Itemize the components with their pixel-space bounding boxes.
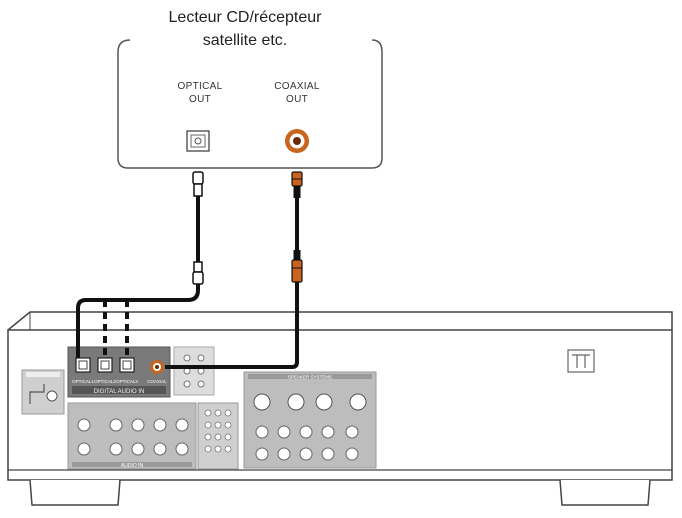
coaxial-out-jack xyxy=(285,129,309,153)
optical-in-3-label: OPTICAL3 xyxy=(116,379,138,384)
optical-alt-connections xyxy=(103,300,129,358)
remote-connector-block xyxy=(21,369,65,415)
receiver-foot-right xyxy=(559,479,651,506)
digital-audio-in-block: DIGITAL AUDIO IN OPTICAL1 OPTICAL2 OPTIC… xyxy=(67,346,171,398)
optical-in-1-label: OPTICAL1 xyxy=(72,379,94,384)
coaxial-out-label-line2: OUT xyxy=(285,94,308,105)
video-out-panel xyxy=(197,402,239,470)
optical-out-jack xyxy=(186,130,210,152)
coaxial-out-label-line1: COAXIAL xyxy=(274,81,320,92)
receiver-foot-left xyxy=(29,479,121,506)
optical-cable xyxy=(76,171,204,358)
video-in-block xyxy=(173,346,215,396)
source-device-title-line1: Lecteur CD/récepteur xyxy=(168,9,322,26)
optical-out-label-line1: OPTICAL xyxy=(177,81,223,92)
speaker-systems-panel: SPEAKER SYSTEMS xyxy=(243,371,377,469)
digital-audio-in-label: DIGITAL AUDIO IN xyxy=(94,389,145,395)
audio-in-label: AUDIO IN xyxy=(121,463,144,469)
optical-out-label: OPTICAL OUT xyxy=(155,80,245,106)
optical-in-1-jack: OPTICAL1 xyxy=(72,357,94,384)
speaker-systems-label: SPEAKER SYSTEMS xyxy=(288,375,332,380)
source-device-title: Lecteur CD/récepteur satellite etc. xyxy=(110,6,380,52)
optical-in-2-label: OPTICAL2 xyxy=(94,379,116,384)
brand-logo-icon xyxy=(567,349,595,373)
source-device-outline xyxy=(117,39,383,169)
coaxial-in-label: COAXIAL xyxy=(147,379,167,384)
audio-in-panel: AUDIO IN xyxy=(67,402,197,470)
optical-in-3-jack: OPTICAL3 xyxy=(116,357,138,384)
optical-out-label-line2: OUT xyxy=(188,94,211,105)
optical-in-2-jack: OPTICAL2 xyxy=(94,357,116,384)
source-device-title-line2: satellite etc. xyxy=(202,32,288,49)
coaxial-in-jack: COAXIAL xyxy=(147,360,167,384)
coaxial-out-label: COAXIAL OUT xyxy=(252,80,342,106)
coaxial-cable xyxy=(165,171,303,369)
